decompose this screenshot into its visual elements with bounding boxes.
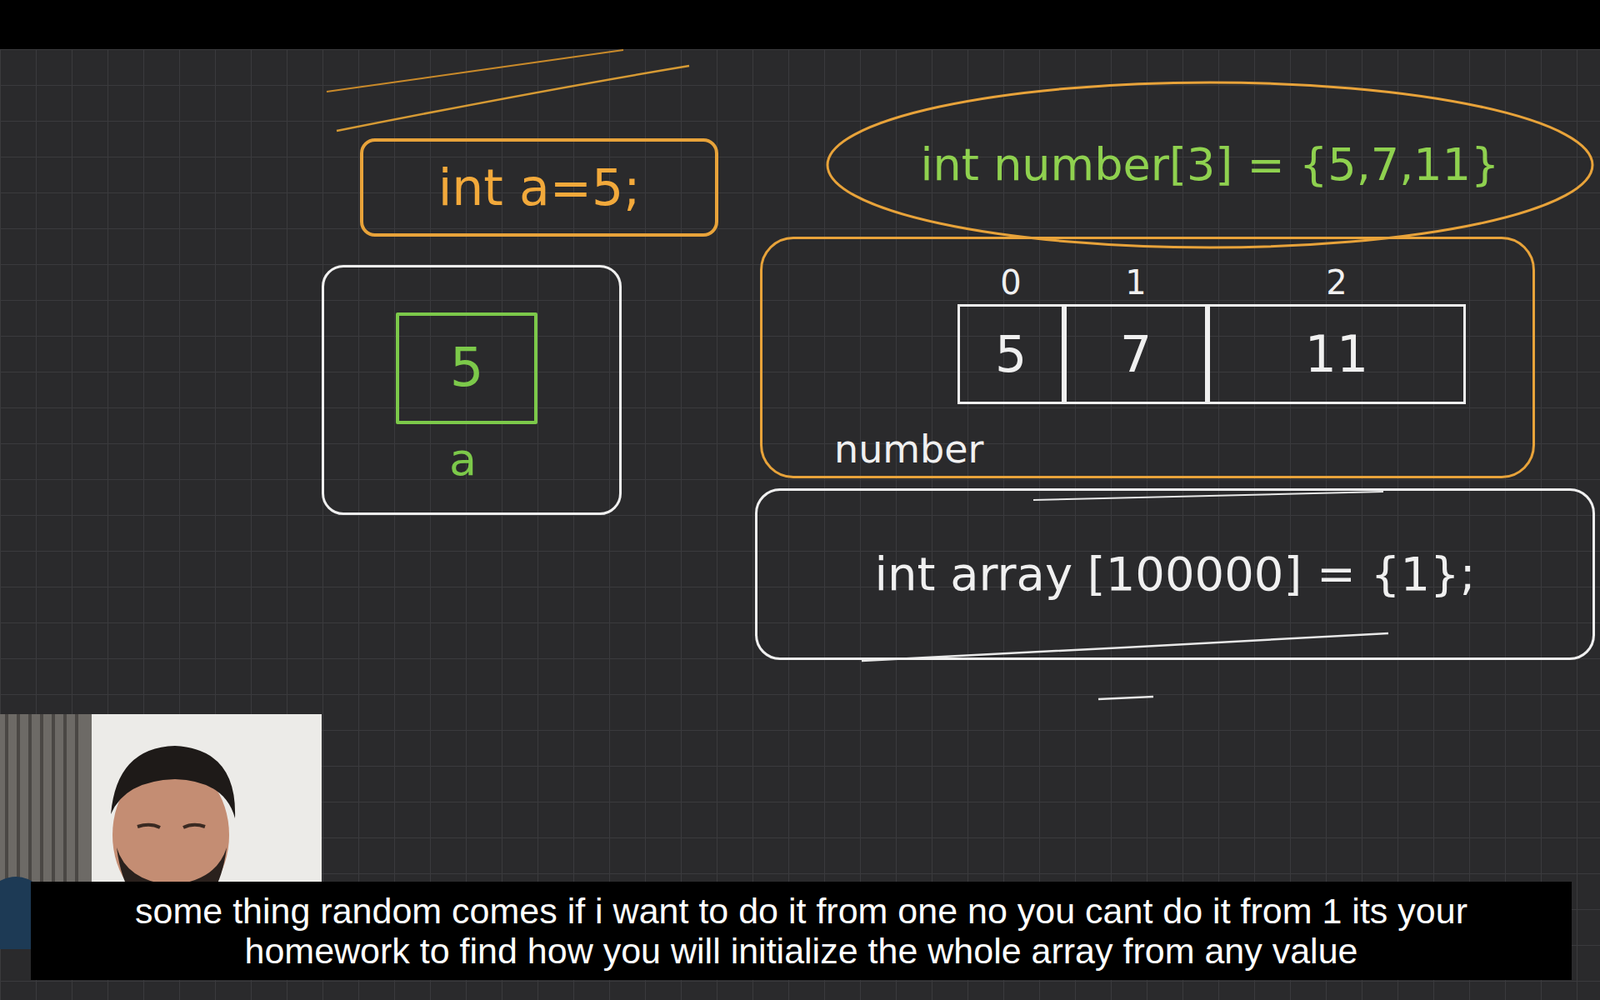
index-label: 2 (1210, 263, 1464, 302)
variable-box: 5 (395, 312, 538, 425)
code-text: int array [100000] = {1}; (874, 547, 1475, 601)
code-box: int array [100000] = {1}; (755, 488, 1595, 660)
top-bar (0, 0, 1600, 50)
array-cell: 211 (1207, 304, 1466, 405)
scribble-line (336, 65, 690, 131)
underline-stroke (1033, 491, 1384, 500)
variable-name: a (449, 434, 477, 486)
dash-stroke (1098, 696, 1154, 700)
subtitle-text: some thing random comes if i want to do … (67, 890, 1535, 971)
code-text: 7 (1120, 325, 1152, 384)
memory-box: a5 (321, 265, 622, 515)
code-text: 5 (450, 337, 485, 400)
array-cell: 17 (1064, 304, 1208, 405)
index-label: 0 (960, 263, 1062, 302)
variable-name: number (834, 427, 985, 472)
underline-stroke (861, 633, 1389, 661)
subtitle-bar: some thing random comes if i want to do … (30, 881, 1572, 980)
hair (110, 745, 235, 819)
code-text: int number[3] = {5,7,11} (920, 139, 1500, 191)
code-ellipse: int number[3] = {5,7,11} (825, 80, 1595, 250)
code-text: 11 (1305, 325, 1369, 384)
array-memory-box: number0517211 (760, 236, 1535, 479)
eyes (137, 825, 205, 828)
code-text: 5 (995, 325, 1027, 384)
array-cell: 05 (957, 304, 1065, 405)
ellipse-stroke (827, 82, 1593, 248)
code-text: int a=5; (438, 159, 641, 217)
index-label: 1 (1066, 263, 1205, 302)
code-box: int a=5; (360, 138, 719, 237)
